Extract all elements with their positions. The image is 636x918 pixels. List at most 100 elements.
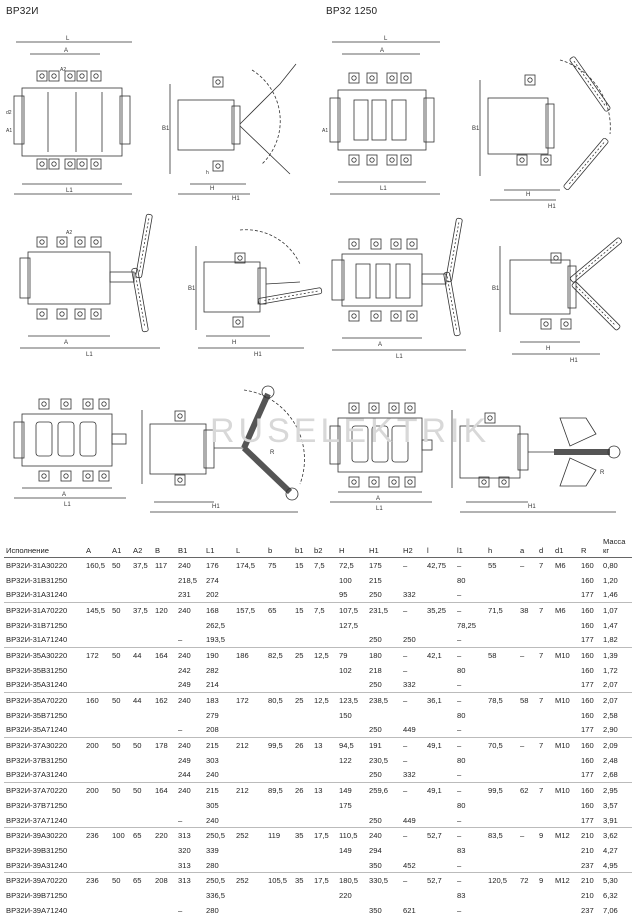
table-cell: 3,91	[603, 815, 618, 825]
table-cell	[110, 632, 131, 647]
table-cell: 220	[339, 890, 352, 900]
table-cell	[234, 708, 266, 723]
table-cell: 303	[206, 755, 219, 765]
table-cell: 26	[293, 782, 312, 798]
table-cell	[537, 632, 553, 647]
table-cell	[553, 858, 579, 873]
table-cell: 7	[537, 602, 553, 618]
table-cell: ВР32И-35А30220	[4, 647, 84, 663]
table-cell: –	[401, 827, 425, 844]
watermark: RUSELEKTRIK	[210, 412, 491, 450]
table-cell	[266, 632, 293, 647]
svg-text:A: A	[62, 492, 66, 498]
table-cell: 49,1	[425, 782, 455, 798]
table-cell	[553, 573, 579, 588]
table-cell	[537, 573, 553, 588]
table-cell: 80	[457, 665, 466, 675]
table-cell	[110, 723, 131, 738]
table-cell: 35	[293, 872, 312, 889]
table-cell: 168	[204, 602, 234, 618]
table-cell	[486, 798, 518, 813]
table-cell: –	[455, 782, 486, 798]
table-cell	[337, 768, 367, 783]
table-cell: 1,46	[603, 590, 618, 600]
table-cell: 240	[176, 602, 204, 618]
table-cell	[293, 632, 312, 647]
table-cell: 7	[539, 560, 544, 570]
table-cell: –	[455, 872, 486, 889]
table-cell	[131, 903, 153, 918]
svg-text:A: A	[380, 48, 384, 54]
table-cell: 15	[295, 560, 304, 570]
table-cell	[266, 708, 293, 723]
table-cell: –	[403, 665, 408, 675]
table-cell: 65	[131, 872, 153, 889]
table-cell	[425, 663, 455, 678]
table-cell: 212	[234, 782, 266, 798]
table-cell: 52,7	[425, 827, 455, 844]
table-cell	[537, 888, 553, 903]
table-cell	[293, 587, 312, 602]
drawing-front-3: A L1 A2	[19, 213, 160, 358]
table-cell: 313	[178, 860, 191, 870]
table-cell	[518, 858, 537, 873]
table-cell: 80,5	[266, 692, 293, 708]
table-cell: –	[455, 602, 486, 618]
table-cell: 177	[581, 770, 594, 780]
table-cell	[234, 632, 266, 647]
table-cell	[486, 573, 518, 588]
table-cell	[367, 798, 401, 813]
column-header: h	[488, 546, 493, 555]
table-cell	[110, 618, 131, 633]
table-cell	[518, 708, 537, 723]
table-cell	[367, 618, 401, 633]
table-cell: 280	[206, 860, 219, 870]
table-cell: 178	[153, 737, 176, 753]
table-cell: 313	[176, 872, 204, 889]
table-cell: 105,5	[266, 872, 293, 889]
table-cell	[293, 678, 312, 693]
table-cell: 26	[293, 737, 312, 753]
table-cell: 79	[337, 647, 367, 663]
table-cell	[153, 768, 176, 783]
table-cell	[425, 903, 455, 918]
svg-text:B1: B1	[492, 286, 500, 292]
table-cell	[84, 723, 110, 738]
table-cell: 58	[518, 692, 537, 708]
table-cell	[266, 587, 293, 602]
table-cell	[293, 813, 312, 828]
table-cell: 50	[110, 602, 131, 618]
table-cell	[153, 813, 176, 828]
table-cell: 215	[204, 782, 234, 798]
table-cell: 119	[266, 827, 293, 844]
table-cell: 6,32	[603, 890, 618, 900]
table-cell: 7,5	[314, 560, 325, 570]
table-cell: 44	[131, 692, 153, 708]
table-cell: –	[457, 860, 462, 870]
table-cell: ВР32И-39В31250	[6, 845, 68, 855]
drawing-front-1: L A A2 L1 d2 A1	[6, 36, 132, 195]
table-cell: 250,5	[204, 827, 234, 844]
title-left: ВР32И	[6, 6, 39, 17]
table-cell: 320	[178, 845, 191, 855]
table-cell: –	[401, 782, 425, 798]
table-cell: 70,5	[486, 737, 518, 753]
table-cell: 17,5	[312, 827, 337, 844]
table-cell: 252	[234, 872, 266, 889]
table-cell	[110, 798, 131, 813]
table-cell	[518, 618, 537, 633]
table-cell: 160	[581, 620, 594, 630]
table-cell	[518, 587, 537, 602]
table-cell	[153, 573, 176, 588]
table-cell	[84, 573, 110, 588]
table-cell: ВР32И-31А31240	[6, 590, 68, 600]
table-cell	[518, 813, 537, 828]
table-cell: 175	[339, 800, 352, 810]
table-cell: 332	[403, 590, 416, 600]
table-cell: 249	[178, 755, 191, 765]
table-cell: 191	[367, 737, 401, 753]
table-cell: ВР32И-37А71240	[6, 815, 68, 825]
